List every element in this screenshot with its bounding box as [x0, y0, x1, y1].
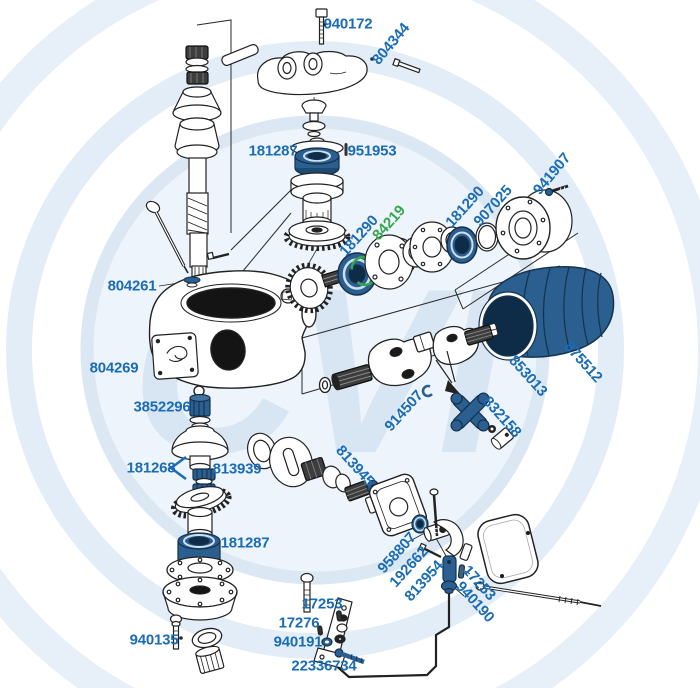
chevron-pointer [168, 455, 187, 481]
bearing-181290-outer [446, 226, 478, 264]
input-gear-train [280, 184, 573, 314]
cylinder-813954 [442, 555, 457, 583]
knurled-coupler [300, 456, 328, 482]
spline-piece [344, 480, 370, 502]
gearbox-housing [148, 270, 317, 397]
bolt-vertical [429, 488, 439, 537]
bearing-carrier-bell [364, 234, 417, 290]
bottom-linkage-group [300, 555, 466, 679]
bolt-940135 [169, 614, 183, 650]
bolt-804344 [392, 57, 421, 74]
o-ring-907025 [475, 222, 499, 252]
bearing-181287-top [294, 147, 340, 177]
bearing-cap [490, 427, 514, 450]
c-clip-914507 [421, 384, 435, 398]
bent-rod [332, 594, 451, 679]
input-shaft [186, 157, 209, 285]
knurled-bushing-lower [186, 71, 209, 85]
pin-17253-right [457, 564, 466, 579]
top-center-stack [283, 137, 351, 251]
long-bolt-left [145, 200, 189, 274]
output-flange [495, 189, 573, 260]
pin-17276 [317, 625, 324, 636]
hub-flange [162, 556, 238, 621]
cover-plate-group [475, 513, 602, 607]
fitting-804261 [183, 276, 201, 288]
knurled-bushing-upper [185, 45, 209, 60]
curved-strap [432, 519, 464, 557]
nut-940190 [440, 580, 458, 595]
cover-plate [477, 513, 539, 585]
gear-top-stack [283, 220, 351, 251]
long-bolt-cover [475, 581, 602, 607]
bolt-941907 [544, 184, 569, 197]
pin-17253-bottom [335, 610, 343, 622]
splined-cap [195, 645, 225, 674]
bellows-boot [478, 266, 615, 361]
slotted-disc [268, 436, 314, 488]
bushing-3852296 [189, 393, 211, 417]
spider-cross [450, 392, 514, 450]
washer-940191 [321, 637, 333, 647]
bevel-pinion [285, 262, 333, 314]
hub-stack [162, 393, 238, 674]
top-bracket-assembly [221, 8, 421, 138]
small-pin [206, 251, 230, 261]
housing-side-plate [151, 332, 199, 380]
top-left-stack [145, 45, 230, 285]
spline-stub-right [464, 324, 494, 346]
bolt-940172 [315, 8, 328, 45]
yoke-center [367, 338, 432, 387]
spline-stub-left [331, 364, 373, 391]
driveshaft-ujoint [318, 324, 494, 398]
bracket-pin [221, 44, 259, 66]
lower-driveline [246, 432, 473, 561]
bolt-192662 [418, 542, 442, 558]
pointer-arrow [435, 350, 461, 395]
round-head-screw [300, 572, 314, 613]
bolt-22336734 [334, 648, 365, 665]
pin-951953 [344, 143, 348, 156]
